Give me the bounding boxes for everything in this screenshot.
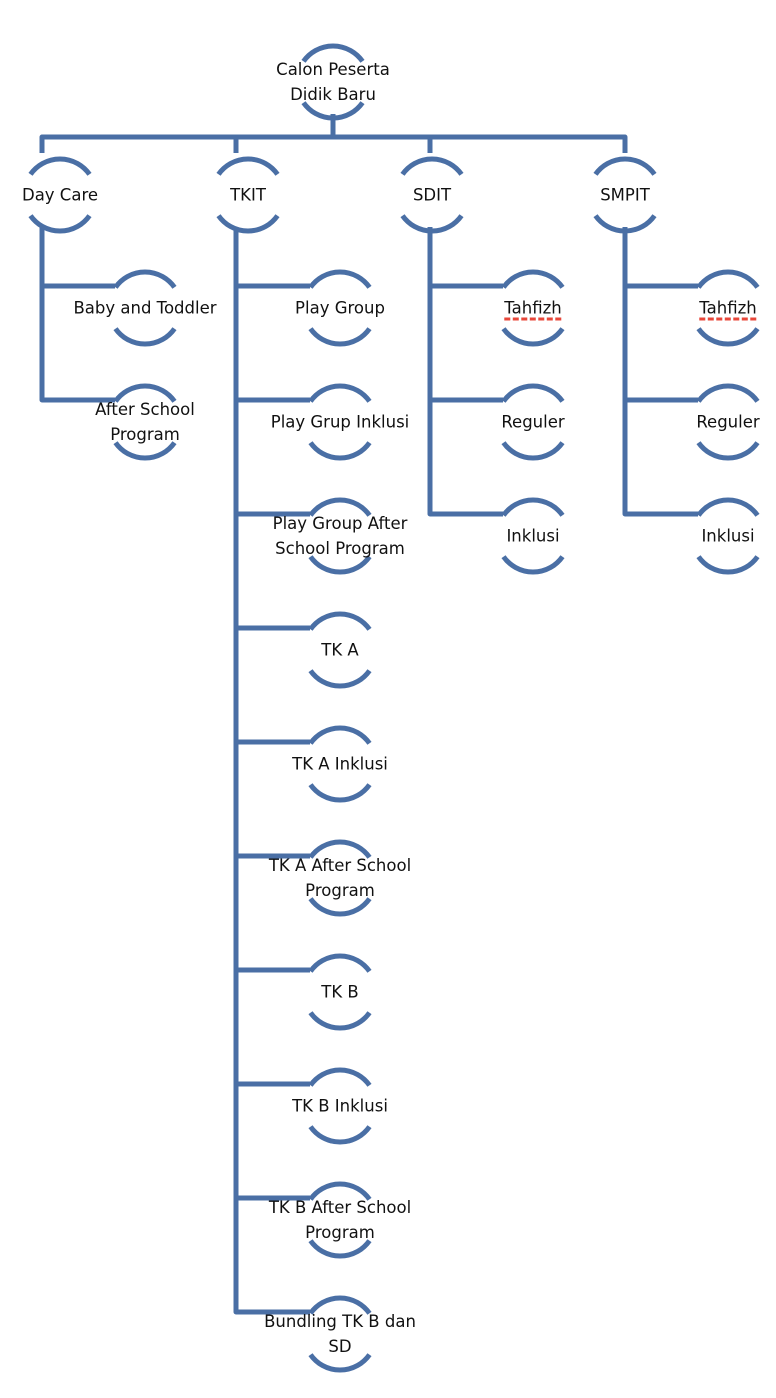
child-smpit-0-bottom-arc bbox=[696, 327, 760, 347]
branch-trunk-tkit bbox=[233, 227, 310, 1315]
child-smpit-2-top-arc bbox=[696, 497, 760, 517]
child-smpit-2-bottom-arc bbox=[696, 555, 760, 575]
branch-tkit-label: TKIT bbox=[230, 185, 266, 205]
child-tkit-1-label: Play Grup Inklusi bbox=[270, 412, 410, 432]
branch-trunk-smpit bbox=[622, 227, 698, 517]
child-tkit-6-top-arc bbox=[308, 953, 372, 973]
child-tkit-0-label: Play Group bbox=[295, 298, 385, 318]
child-tkit-4-bottom-arc bbox=[308, 783, 372, 803]
child-tkit-4-label: TK A Inklusi bbox=[292, 754, 388, 774]
branch-smpit-label: SMPIT bbox=[600, 185, 650, 205]
child-smpit-2-label: Inklusi bbox=[701, 526, 755, 546]
child-tkit-5-top-arc bbox=[308, 839, 372, 859]
branch-trunk-sdit bbox=[427, 227, 503, 517]
child-day-care-1-bottom-arc bbox=[113, 441, 177, 461]
child-sdit-2-bottom-arc bbox=[501, 555, 565, 575]
child-tkit-0-top-arc bbox=[308, 269, 372, 289]
child-day-care-1-top-arc bbox=[113, 383, 177, 403]
child-tkit-2-top-arc bbox=[308, 497, 372, 517]
branch-day-care-bottom-arc bbox=[28, 214, 92, 234]
branch-day-care-top-arc bbox=[28, 156, 92, 176]
child-smpit-1-top-arc bbox=[696, 383, 760, 403]
child-sdit-0-top-arc bbox=[501, 269, 565, 289]
child-tkit-2-bottom-arc bbox=[308, 555, 372, 575]
child-tkit-0-bottom-arc bbox=[308, 327, 372, 347]
child-sdit-2-top-arc bbox=[501, 497, 565, 517]
child-tkit-8-bottom-arc bbox=[308, 1239, 372, 1259]
child-tkit-6-label: TK B bbox=[321, 982, 359, 1002]
level1-bar bbox=[39, 134, 628, 153]
child-sdit-1-label: Reguler bbox=[501, 412, 565, 432]
spellcheck-underline: Tahfizh bbox=[504, 298, 562, 318]
child-tkit-4-top-arc bbox=[308, 725, 372, 745]
child-day-care-0-top-arc bbox=[113, 269, 177, 289]
child-tkit-3-label: TK A bbox=[321, 640, 359, 660]
child-smpit-1-bottom-arc bbox=[696, 441, 760, 461]
branch-tkit-bottom-arc bbox=[216, 214, 280, 234]
child-tkit-7-label: TK B Inklusi bbox=[292, 1096, 388, 1116]
child-tkit-1-bottom-arc bbox=[308, 441, 372, 461]
branch-sdit-label: SDIT bbox=[412, 185, 452, 205]
child-tkit-5-bottom-arc bbox=[308, 897, 372, 917]
child-day-care-0-label: Baby and Toddler bbox=[73, 298, 217, 318]
child-sdit-1-top-arc bbox=[501, 383, 565, 403]
child-tkit-1-top-arc bbox=[308, 383, 372, 403]
child-tkit-3-bottom-arc bbox=[308, 669, 372, 689]
child-smpit-0-label: Tahfizh bbox=[699, 296, 756, 321]
spellcheck-underline: Tahfizh bbox=[699, 298, 757, 318]
child-tkit-7-bottom-arc bbox=[308, 1125, 372, 1145]
child-tkit-3-top-arc bbox=[308, 611, 372, 631]
child-smpit-0-top-arc bbox=[696, 269, 760, 289]
child-tkit-8-top-arc bbox=[308, 1181, 372, 1201]
branch-tkit-top-arc bbox=[216, 156, 280, 176]
child-sdit-1-bottom-arc bbox=[501, 441, 565, 461]
branch-day-care-label: Day Care bbox=[21, 185, 99, 205]
child-sdit-2-label: Inklusi bbox=[506, 526, 560, 546]
child-sdit-0-bottom-arc bbox=[501, 327, 565, 347]
child-tkit-6-bottom-arc bbox=[308, 1011, 372, 1031]
child-tkit-9-top-arc bbox=[308, 1295, 372, 1315]
root-node-top-arc bbox=[301, 43, 365, 63]
child-tkit-7-top-arc bbox=[308, 1067, 372, 1087]
child-day-care-0-bottom-arc bbox=[113, 327, 177, 347]
child-sdit-0-label: Tahfizh bbox=[504, 296, 561, 321]
branch-sdit-top-arc bbox=[400, 156, 464, 176]
child-smpit-1-label: Reguler bbox=[696, 412, 760, 432]
branch-smpit-top-arc bbox=[593, 156, 657, 176]
child-tkit-9-bottom-arc bbox=[308, 1353, 372, 1373]
